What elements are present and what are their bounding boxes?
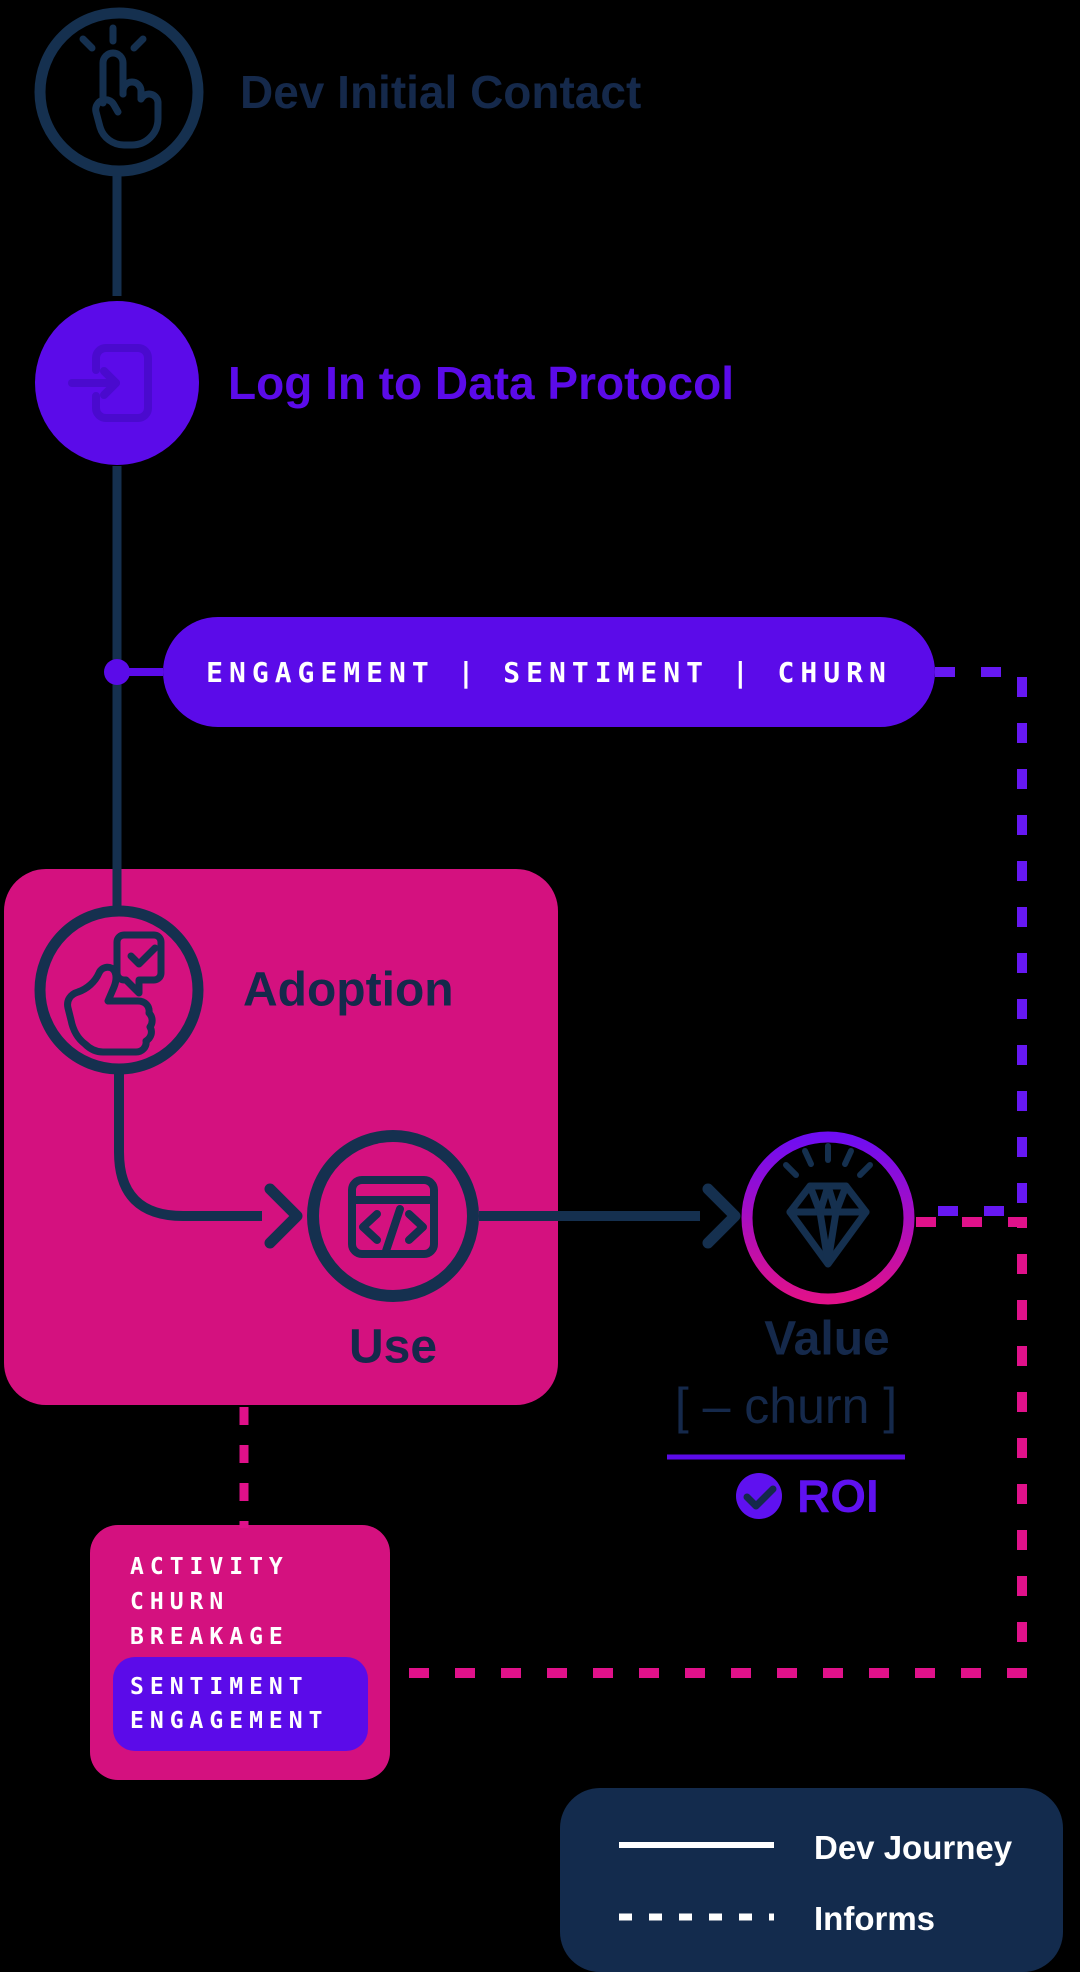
arrowhead-value	[702, 1183, 741, 1249]
metrics-highlight-box	[113, 1657, 368, 1751]
metric-engagement: ENGAGEMENT	[130, 1708, 329, 1734]
use-label: Use	[348, 1320, 438, 1374]
diamond-icon	[783, 1143, 873, 1268]
login-circle	[35, 301, 199, 465]
legend-informs-label: Informs	[814, 1900, 936, 1937]
measurement-pill: ENGAGEMENT | SENTIMENT | CHURN	[163, 617, 935, 727]
legend-dev-journey-label: Dev Journey	[814, 1829, 1013, 1866]
pill-dot	[104, 659, 130, 685]
initial-contact-label: Dev Initial Contact	[240, 66, 642, 118]
metric-activity: ACTIVITY	[130, 1554, 289, 1580]
roi-label: ROI	[797, 1470, 879, 1522]
login-label: Log In to Data Protocol	[228, 357, 734, 409]
check-circle-icon	[736, 1473, 782, 1519]
initial-contact-circle	[34, 7, 204, 177]
value-circle	[741, 1131, 915, 1305]
adoption-label: Adoption	[243, 963, 454, 1017]
metric-sentiment: SENTIMENT	[130, 1674, 309, 1700]
value-label: Value	[764, 1312, 890, 1366]
legend-box	[560, 1788, 1063, 1972]
metric-breakage: BREAKAGE	[130, 1624, 289, 1650]
log-in-icon	[68, 344, 152, 422]
adoption-stage-box	[4, 869, 558, 1405]
hand-click-icon	[79, 24, 162, 149]
value-sub-label: [ – churn ]	[674, 1378, 898, 1434]
informs-path-purple	[916, 667, 1027, 1216]
measurement-pill-text: ENGAGEMENT | SENTIMENT | CHURN	[206, 655, 892, 689]
metric-churn: CHURN	[130, 1589, 230, 1615]
